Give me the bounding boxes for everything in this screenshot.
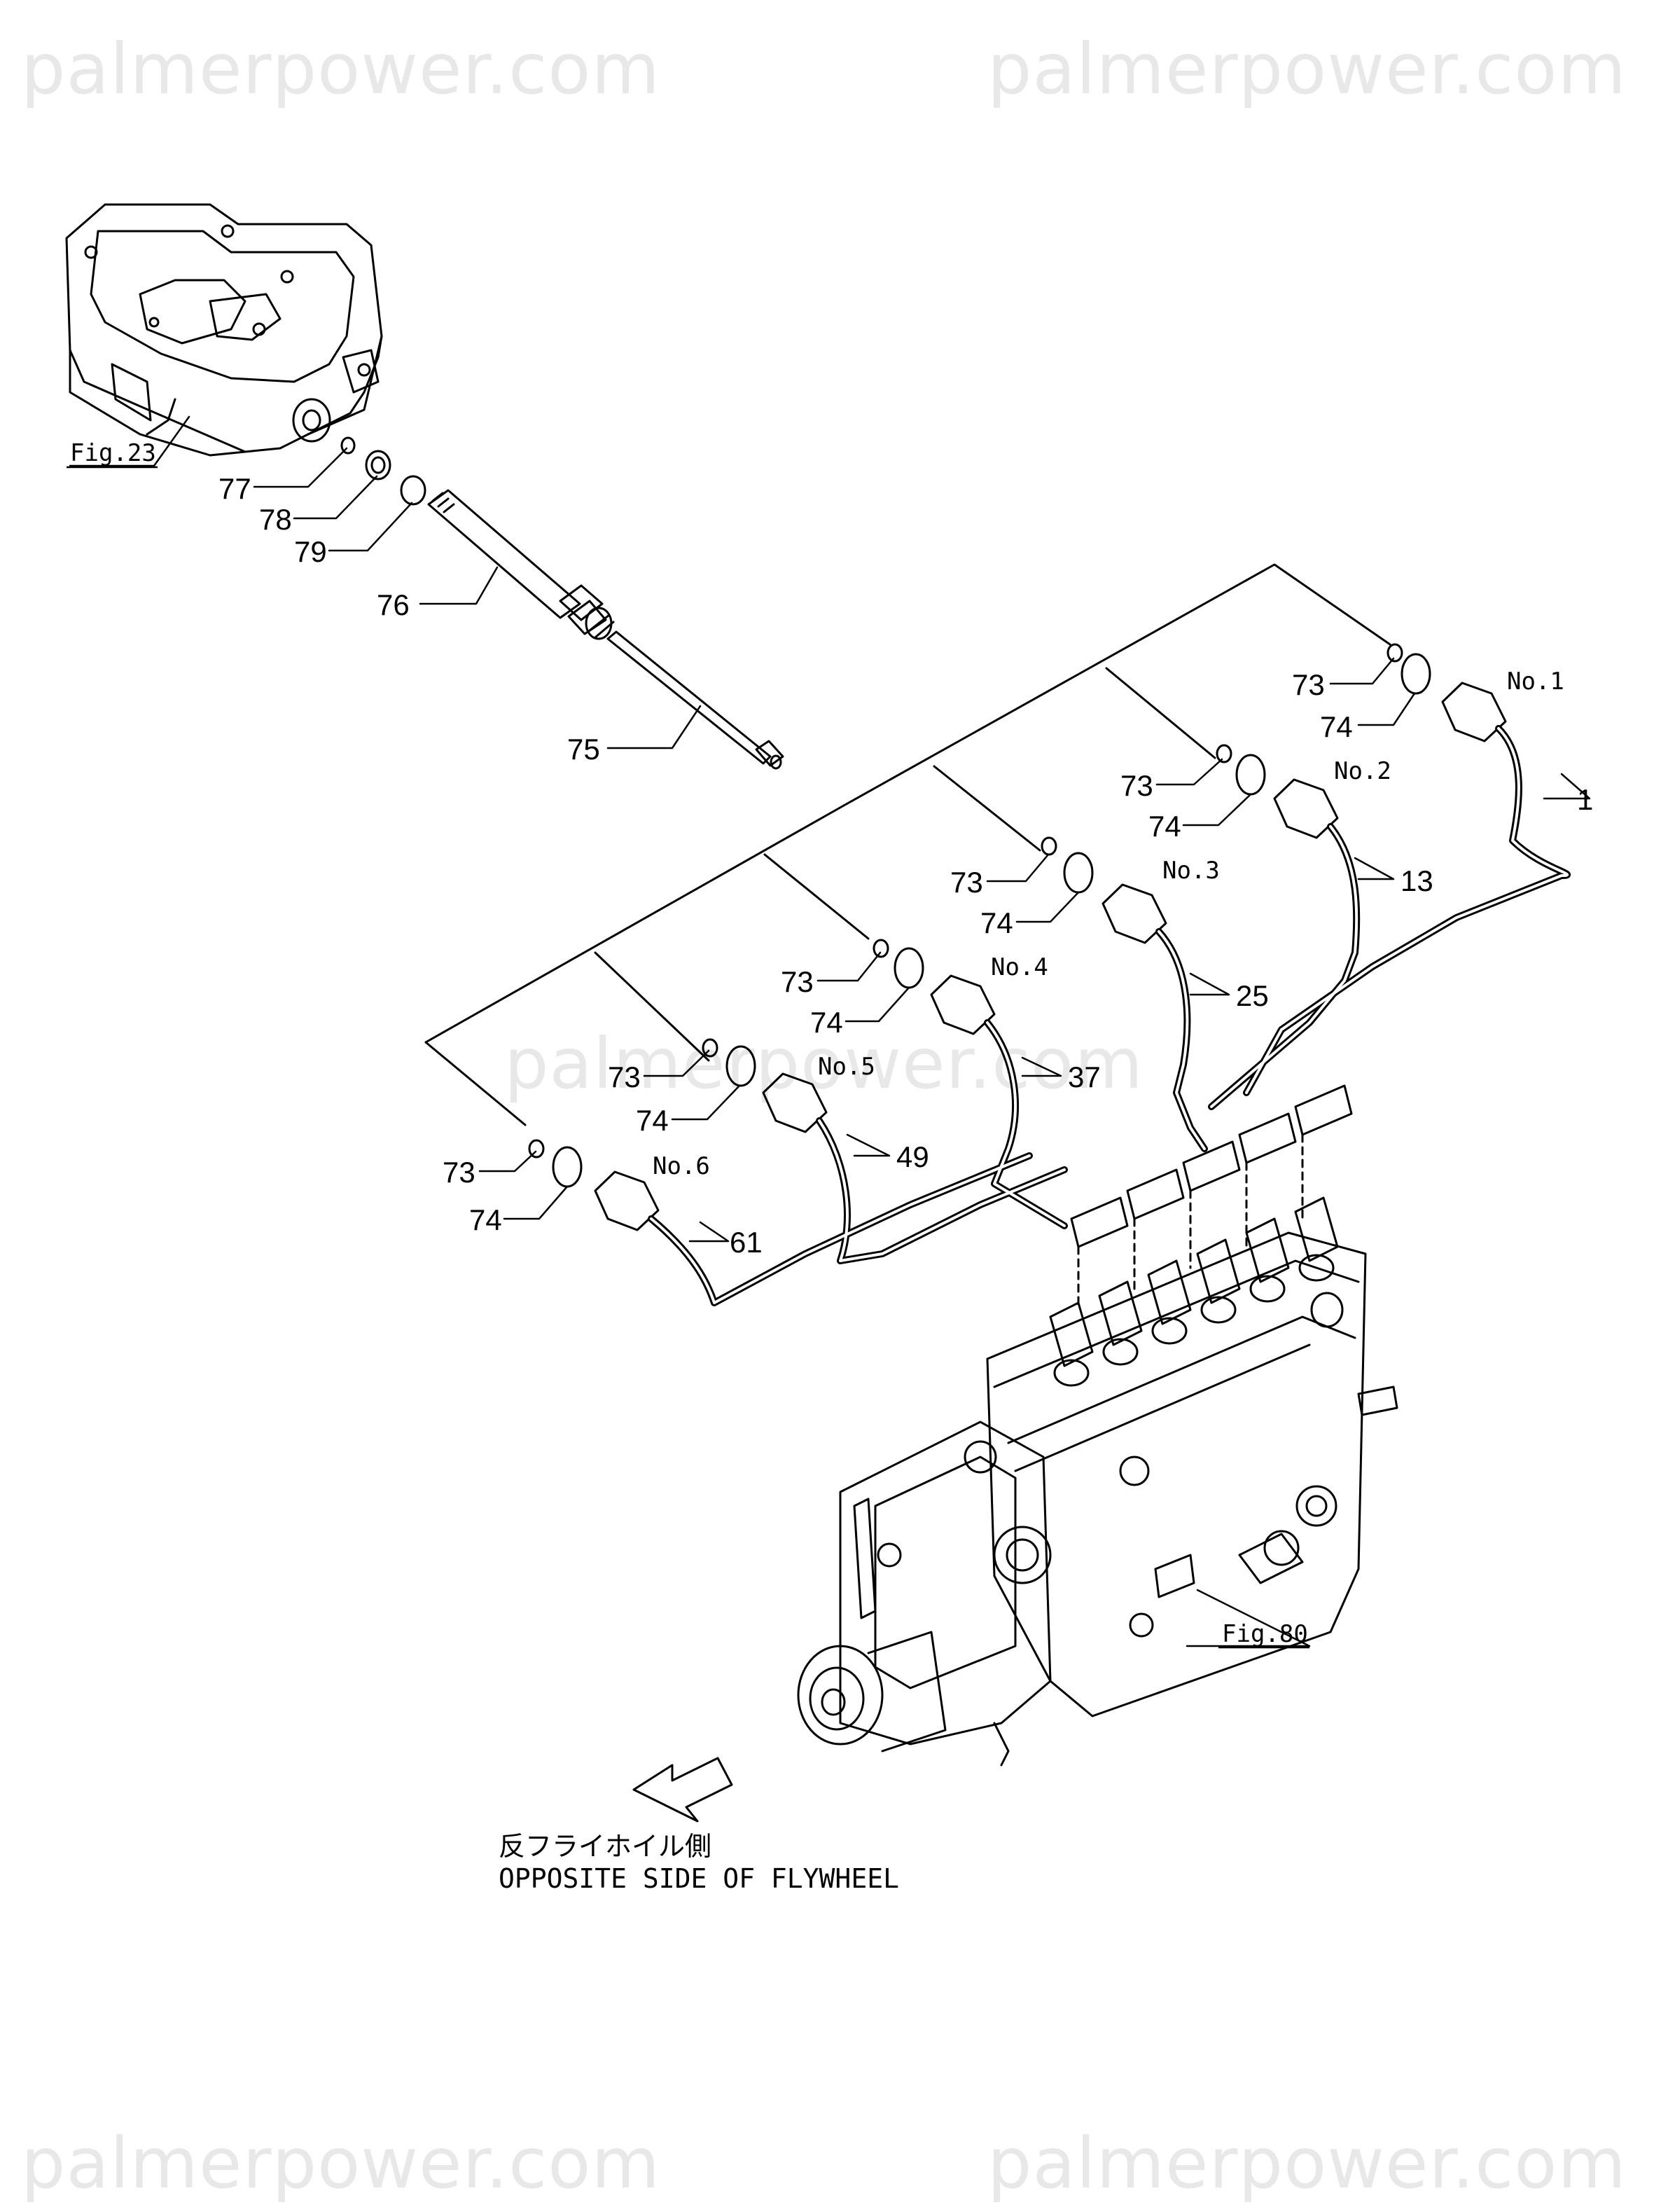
callout-74-no4: 74 (810, 1006, 843, 1039)
cylinder-label-no5: No.5 (818, 1053, 875, 1081)
callout-79: 79 (294, 535, 327, 568)
watermark-bottom-left: palmerpower.com (21, 2122, 660, 2204)
callout-74-no5: 74 (636, 1104, 669, 1137)
watermark-top-left: palmerpower.com (21, 28, 660, 110)
callout-74-no1: 74 (1320, 710, 1353, 743)
cylinder-label-no2: No.2 (1334, 757, 1391, 785)
callout-78: 78 (259, 503, 292, 536)
fig-ref-23: Fig.23 (70, 439, 156, 467)
cylinder-label-no1: No.1 (1507, 668, 1564, 696)
direction-caption-japanese: 反フライホイル側 (499, 1831, 712, 1862)
injection-pump (797, 1084, 1398, 1767)
callout-73-no5: 73 (608, 1060, 641, 1093)
injection-pipes (648, 725, 1571, 1306)
callout-73-no2: 73 (1120, 769, 1153, 802)
direction-caption-english: OPPOSITE SIDE OF FLYWHEEL (499, 1863, 899, 1894)
seal-78 (365, 450, 391, 481)
callout-25: 25 (1236, 979, 1269, 1012)
callout-73-no6: 73 (443, 1156, 475, 1189)
cylinder-label-no4: No.4 (991, 953, 1048, 981)
callout-75: 75 (567, 733, 600, 766)
direction-arrow-icon (632, 1757, 733, 1823)
pipe-nuts (594, 682, 1507, 1231)
callout-74-no6: 74 (469, 1203, 502, 1236)
callout-74-no3: 74 (980, 906, 1013, 939)
rod-75 (606, 630, 784, 770)
cylinder-label-no6: No.6 (653, 1152, 710, 1180)
callout-73-no1: 73 (1292, 668, 1325, 701)
callout-77: 77 (218, 472, 251, 505)
gear-housing (65, 203, 383, 457)
seal-79 (400, 475, 426, 506)
callout-49: 49 (896, 1140, 929, 1173)
callout-bracket (424, 563, 1391, 1126)
callout-73-no3: 73 (950, 866, 983, 899)
watermark-bottom-right: palmerpower.com (987, 2122, 1627, 2204)
cylinder-label-no3: No.3 (1162, 857, 1220, 885)
pipe-joint-76 (427, 489, 615, 640)
callout-13: 13 (1401, 864, 1433, 897)
watermark-top-right: palmerpower.com (987, 28, 1627, 110)
fig-ref-80: Fig.80 (1222, 1620, 1308, 1648)
callout-74-no2: 74 (1148, 810, 1181, 843)
callout-1: 1 (1577, 783, 1593, 816)
callout-61: 61 (730, 1226, 763, 1259)
callout-37: 37 (1068, 1060, 1101, 1093)
seal-77 (340, 436, 356, 455)
leader-lines (69, 415, 1591, 1647)
callout-73-no4: 73 (781, 965, 814, 998)
callout-76: 76 (377, 588, 410, 621)
